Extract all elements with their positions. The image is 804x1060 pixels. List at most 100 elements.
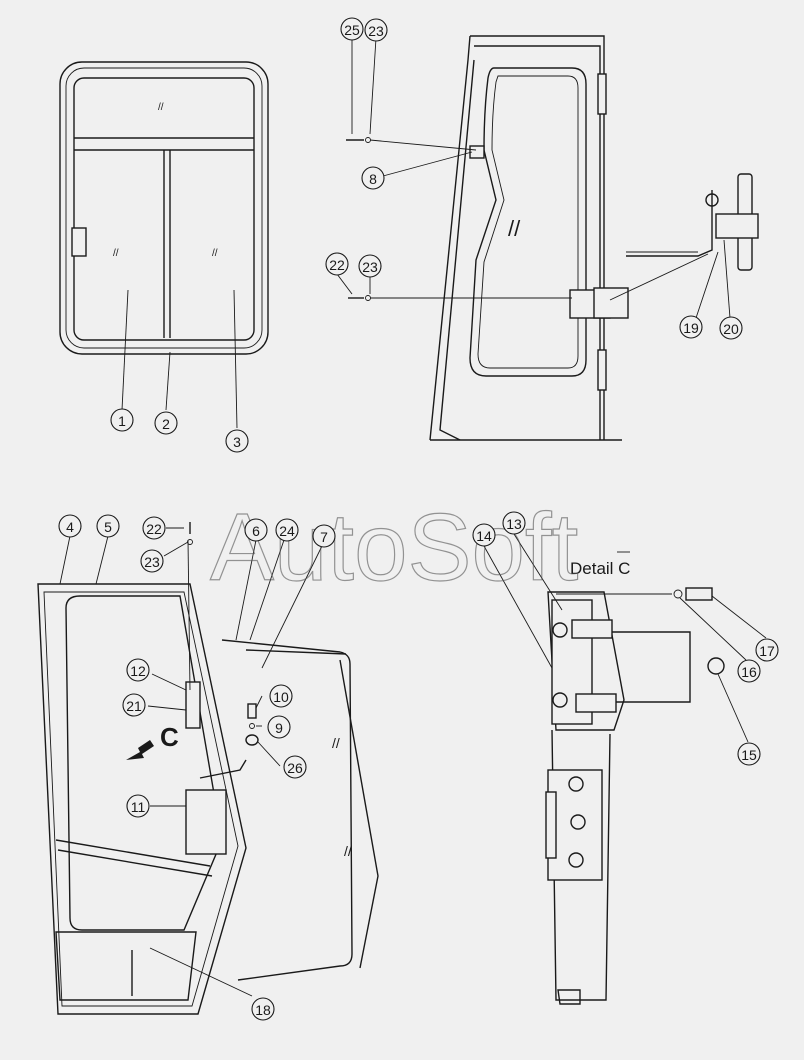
callout-number: 4 (66, 519, 74, 535)
callout-circle (361, 166, 385, 190)
callout-circle (225, 429, 249, 453)
callout-circle (140, 549, 164, 573)
callout-number: 23 (362, 259, 378, 275)
callout-number: 17 (759, 643, 775, 659)
callout-7: 7 (312, 524, 336, 548)
callout-circle (142, 516, 166, 540)
callout-22b: 22 (142, 516, 166, 540)
callout-number: 14 (476, 528, 492, 544)
callout-19: 19 (679, 315, 703, 339)
callout-circle (126, 794, 150, 818)
callout-11: 11 (126, 794, 150, 818)
callout-number: 23 (368, 23, 384, 39)
callout-23a: 23 (364, 18, 388, 42)
door-front-view: // // // (59, 61, 269, 355)
callout-number: 9 (275, 720, 283, 736)
callout-12: 12 (126, 658, 150, 682)
callout-3: 3 (225, 429, 249, 453)
callout-circle (312, 524, 336, 548)
door-side-view: // (346, 35, 759, 441)
callout-9: 9 (267, 715, 291, 739)
callout-23b: 23 (358, 254, 382, 278)
callout-number: 25 (344, 22, 360, 38)
callout-circle (737, 659, 761, 683)
svg-text://: // (508, 216, 521, 241)
callout-circle (58, 514, 82, 538)
callout-25: 25 (340, 17, 364, 41)
view-arrow-label: C (160, 722, 179, 752)
svg-text://: // (113, 248, 119, 259)
callout-circle (737, 742, 761, 766)
callout-circle (110, 408, 134, 432)
callout-circle (364, 18, 388, 42)
detail-c-title: Detail C (570, 559, 630, 578)
callout-number: 13 (506, 516, 522, 532)
callout-1: 1 (110, 408, 134, 432)
callout-26: 26 (283, 755, 307, 779)
callout-4: 4 (58, 514, 82, 538)
callout-circle (251, 997, 275, 1021)
callout-circle (244, 518, 268, 542)
callout-circle (358, 254, 382, 278)
callout-circle (122, 693, 146, 717)
callout-circle (719, 316, 743, 340)
callout-number: 20 (723, 321, 739, 337)
callout-6: 6 (244, 518, 268, 542)
callout-circle (283, 755, 307, 779)
callout-number: 15 (741, 747, 757, 763)
callout-circle (126, 658, 150, 682)
callout-circle (502, 511, 526, 535)
callout-circle (275, 518, 299, 542)
callout-circle (679, 315, 703, 339)
callout-number: 12 (130, 663, 146, 679)
callout-number: 16 (741, 664, 757, 680)
callout-number: 8 (369, 171, 377, 187)
callout-circle (96, 514, 120, 538)
callout-20: 20 (719, 316, 743, 340)
door-assembly-view: // // (37, 522, 379, 1015)
svg-text://: // (344, 843, 352, 859)
callout-circle (340, 17, 364, 41)
callout-number: 19 (683, 320, 699, 336)
callout-2: 2 (154, 411, 178, 435)
callout-number: 21 (126, 698, 142, 714)
callout-17: 17 (755, 638, 779, 662)
callout-number: 24 (279, 523, 295, 539)
callout-number: 7 (320, 529, 328, 545)
leader-lines-bottom-left (59, 527, 323, 997)
watermark: AutoSoft (210, 494, 578, 601)
callout-number: 10 (273, 689, 289, 705)
leader-lines-top-right (336, 37, 473, 295)
callout-circle (472, 523, 496, 547)
callout-5: 5 (96, 514, 120, 538)
callout-number: 6 (252, 523, 260, 539)
callout-circle (755, 638, 779, 662)
callout-circle (269, 684, 293, 708)
callout-16: 16 (737, 659, 761, 683)
callout-number: 22 (329, 257, 345, 273)
callout-circle (154, 411, 178, 435)
callout-15: 15 (737, 742, 761, 766)
callout-13: 13 (502, 511, 526, 535)
callout-23c: 23 (140, 549, 164, 573)
callout-22a: 22 (325, 252, 349, 276)
callout-18: 18 (251, 997, 275, 1021)
svg-text://: // (158, 102, 164, 113)
callout-24: 24 (275, 518, 299, 542)
callout-number: 2 (162, 416, 170, 432)
callout-number: 11 (131, 799, 146, 815)
callout-number: 3 (233, 434, 241, 450)
leader-lines-top-left (121, 289, 238, 429)
callout-number: 1 (118, 413, 126, 429)
callout-number: 26 (287, 760, 303, 776)
callout-number: 22 (146, 521, 162, 537)
callout-14: 14 (472, 523, 496, 547)
callout-number: 5 (104, 519, 112, 535)
callout-10: 10 (269, 684, 293, 708)
svg-text://: // (332, 735, 340, 751)
callout-21: 21 (122, 693, 146, 717)
callout-circle (267, 715, 291, 739)
callout-8: 8 (361, 166, 385, 190)
